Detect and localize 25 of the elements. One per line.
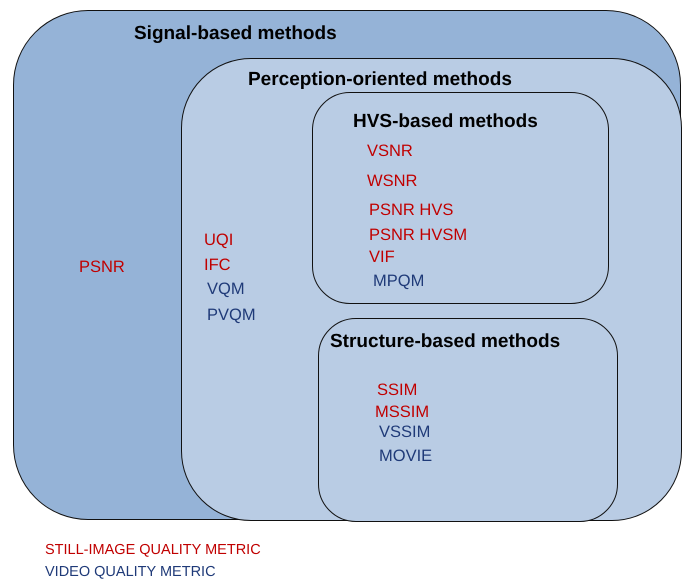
outer-category-panel (13, 10, 681, 520)
metric-name: PSNR HVS (369, 201, 454, 221)
legend-entry: VIDEO QUALITY METRIC (45, 564, 216, 582)
category-panel (181, 58, 682, 521)
metric-name: PSNR HVSM (369, 226, 468, 246)
metric-name: MSSIM (375, 403, 430, 423)
panel-heading: Signal-based methods (134, 23, 337, 46)
panel-heading: Perception-oriented methods (248, 69, 512, 92)
legend-entry: STILL-IMAGE QUALITY METRIC (45, 542, 261, 560)
metric-name: IFC (204, 256, 231, 276)
metric-name: VSSIM (379, 423, 430, 443)
metric-name: MPQM (373, 272, 424, 292)
subcategory-panel (318, 318, 618, 522)
metric-name: PSNR (79, 258, 125, 278)
metric-name: VQM (207, 280, 245, 300)
metric-name: VIF (369, 248, 395, 268)
metric-name: WSNR (367, 172, 418, 192)
metric-name: UQI (204, 231, 234, 251)
metric-name: MOVIE (379, 447, 432, 467)
metric-name: SSIM (377, 381, 418, 401)
panel-heading: Structure-based methods (330, 331, 560, 354)
metric-name: VSNR (367, 142, 413, 162)
panel-heading: HVS-based methods (353, 111, 538, 134)
subcategory-panel (312, 92, 609, 304)
metric-name: PVQM (207, 306, 256, 326)
